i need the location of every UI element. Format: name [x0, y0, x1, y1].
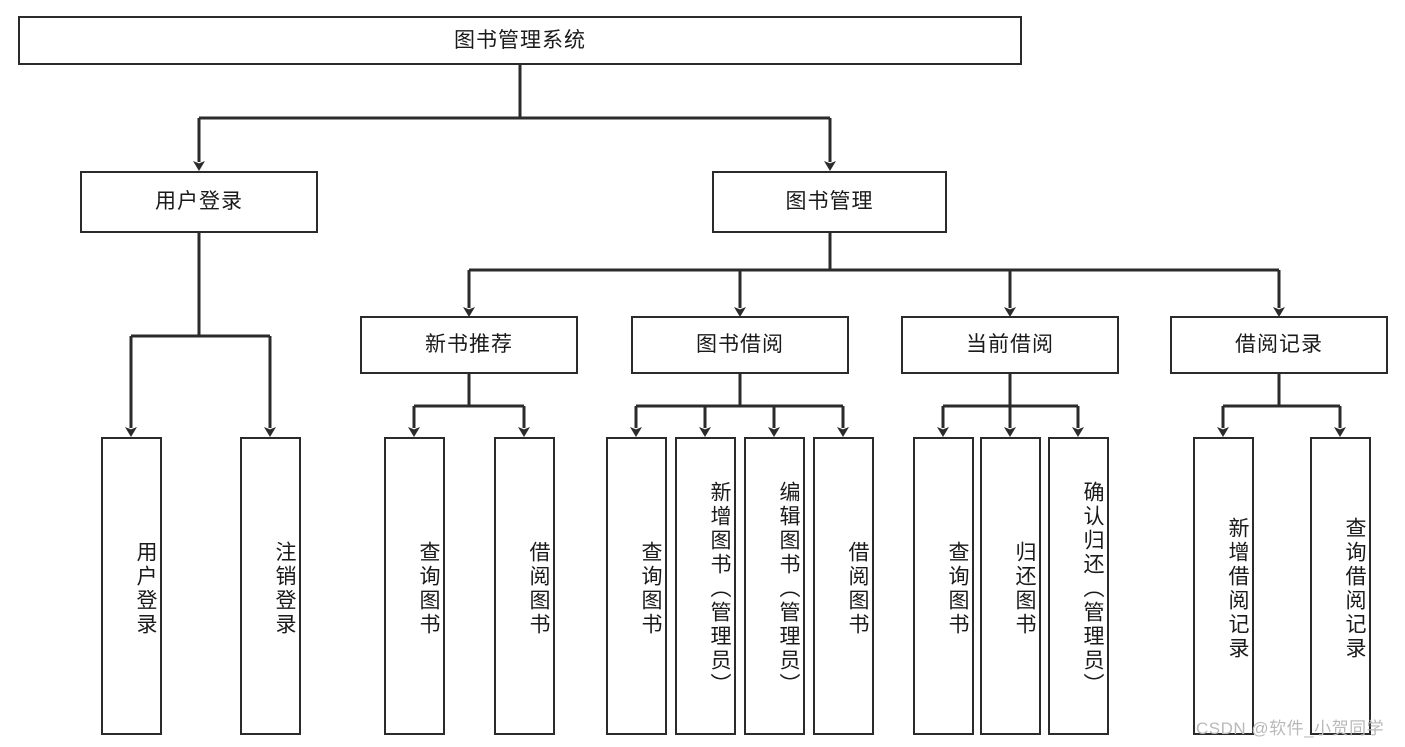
node-new-book-recommend[interactable]: 新书推荐 [360, 316, 578, 374]
node-leaf-query-book-1-label: 查询图书 [417, 541, 440, 637]
node-leaf-borrow-book-1-label: 借阅图书 [527, 541, 550, 637]
node-leaf-query-record-label: 查询借阅记录 [1343, 517, 1366, 661]
node-current-borrow-label: 当前借阅 [966, 333, 1054, 357]
node-leaf-borrow-book-2-label: 借阅图书 [846, 541, 869, 637]
node-book-borrow[interactable]: 图书借阅 [631, 316, 849, 374]
node-leaf-user-login[interactable]: 用户登录 [101, 437, 162, 735]
node-root-label: 图书管理系统 [454, 28, 586, 52]
node-user-login[interactable]: 用户登录 [80, 171, 318, 233]
node-leaf-edit-book[interactable]: 编辑图书（管理员） [744, 437, 805, 735]
node-leaf-return-book[interactable]: 归还图书 [980, 437, 1041, 735]
node-leaf-query-record[interactable]: 查询借阅记录 [1310, 437, 1371, 735]
node-leaf-add-book-label: 新增图书（管理员） [708, 481, 731, 697]
node-leaf-user-login-label: 用户登录 [134, 541, 157, 637]
node-leaf-query-book-1[interactable]: 查询图书 [384, 437, 445, 735]
node-leaf-add-record-label: 新增借阅记录 [1226, 517, 1249, 661]
node-leaf-add-record[interactable]: 新增借阅记录 [1193, 437, 1254, 735]
node-leaf-return-book-label: 归还图书 [1013, 541, 1036, 637]
csdn-watermark: CSDN @软件_小贺同学 [1196, 719, 1385, 738]
node-leaf-add-book[interactable]: 新增图书（管理员） [675, 437, 736, 735]
node-leaf-confirm-return-label: 确认归还（管理员） [1081, 481, 1104, 697]
node-leaf-query-book-2[interactable]: 查询图书 [606, 437, 667, 735]
node-leaf-edit-book-label: 编辑图书（管理员） [777, 481, 800, 697]
node-leaf-confirm-return[interactable]: 确认归还（管理员） [1048, 437, 1109, 735]
node-root[interactable]: 图书管理系统 [18, 16, 1022, 65]
node-user-login-label: 用户登录 [155, 190, 243, 214]
node-leaf-borrow-book-2[interactable]: 借阅图书 [813, 437, 874, 735]
node-borrow-record-label: 借阅记录 [1235, 333, 1323, 357]
node-borrow-record[interactable]: 借阅记录 [1170, 316, 1388, 374]
node-book-manage[interactable]: 图书管理 [712, 171, 947, 233]
node-book-manage-label: 图书管理 [785, 190, 874, 214]
node-book-borrow-label: 图书借阅 [696, 333, 784, 357]
node-leaf-user-logout-label: 注销登录 [273, 541, 296, 637]
node-current-borrow[interactable]: 当前借阅 [901, 316, 1119, 374]
node-leaf-query-book-2-label: 查询图书 [639, 541, 662, 637]
node-leaf-borrow-book-1[interactable]: 借阅图书 [494, 437, 555, 735]
node-leaf-query-book-3[interactable]: 查询图书 [913, 437, 974, 735]
node-leaf-query-book-3-label: 查询图书 [946, 541, 969, 637]
node-leaf-user-logout[interactable]: 注销登录 [240, 437, 301, 735]
node-new-book-recommend-label: 新书推荐 [425, 333, 513, 357]
